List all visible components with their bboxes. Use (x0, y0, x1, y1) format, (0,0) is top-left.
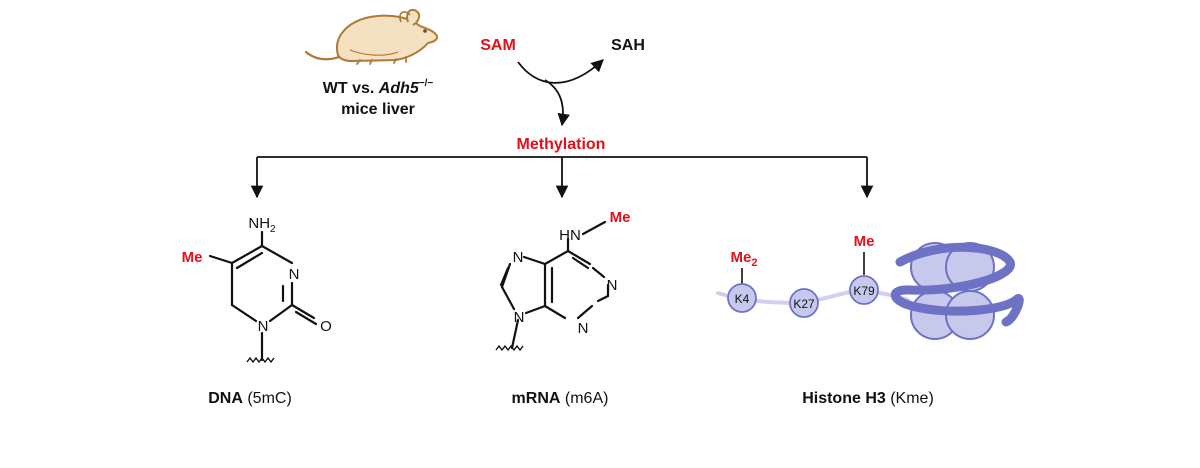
methylation-label: Methylation (517, 136, 606, 153)
k27-label: K27 (793, 297, 815, 311)
cytosine-structure (208, 230, 318, 364)
dna-caption: DNA (5mC) (208, 390, 292, 407)
mrna-n7: N (513, 249, 524, 266)
histone-caption: Histone H3 (Kme) (802, 390, 934, 407)
mouse-label-line2: mice liver (341, 101, 415, 118)
sam-label: SAM (480, 37, 516, 54)
k4-label: K4 (735, 292, 750, 306)
dna-methyl: Me (182, 249, 203, 266)
mrna-n9: N (514, 309, 525, 326)
histone-k79 (849, 252, 879, 305)
k4-me2: Me2 (731, 249, 758, 269)
mrna-n3: N (578, 320, 589, 337)
k79-label: K79 (853, 284, 875, 298)
mouse-icon (304, 8, 439, 65)
mrna-amine: HN (559, 227, 581, 244)
dna-amine: NH2 (248, 215, 276, 235)
mouse-label-line1: WT vs. Adh5−/− (323, 78, 434, 97)
mrna-n1: N (607, 277, 618, 294)
adenine-structure (495, 220, 610, 352)
mrna-methyl: Me (610, 209, 631, 226)
branch-connector (250, 156, 874, 199)
dna-n3: N (289, 266, 300, 283)
dna-n1: N (258, 318, 269, 335)
dna-oxo: O (320, 318, 332, 335)
histone-k27 (789, 288, 819, 318)
sah-label: SAH (611, 37, 645, 54)
reaction-arrows (517, 59, 604, 127)
k79-me: Me (854, 233, 875, 250)
histone-k4 (727, 268, 757, 313)
mrna-caption: mRNA (m6A) (512, 390, 609, 407)
